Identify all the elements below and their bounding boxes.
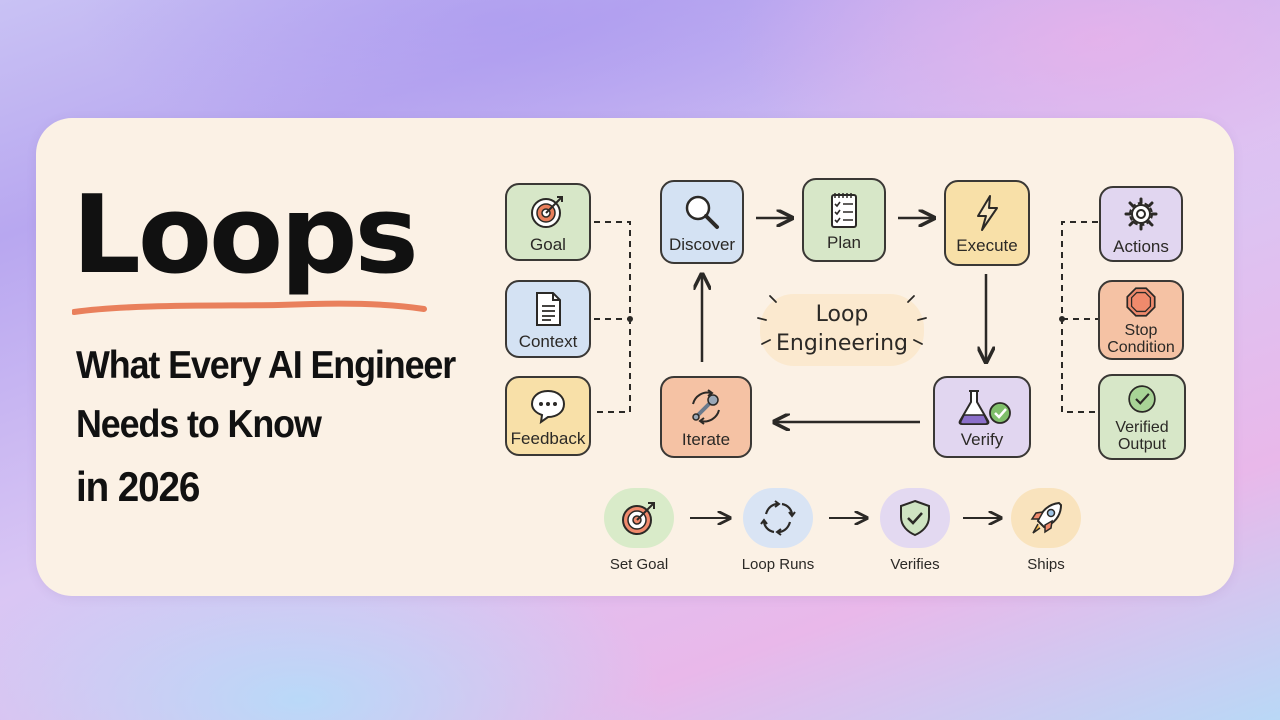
loop-arrows: [702, 218, 986, 422]
input-node-context: Context: [505, 280, 591, 358]
target-icon: [622, 502, 655, 535]
loop-node-discover: Discover: [660, 180, 744, 264]
step-blob: [743, 488, 813, 548]
step-label: Verifies: [890, 556, 940, 573]
step-verifies: Verifies: [865, 488, 965, 573]
output-label: Stop Condition: [1107, 321, 1175, 356]
output-label: Actions: [1113, 236, 1169, 256]
bubble-sparkle-rays: [757, 295, 927, 345]
subtitle-line-3: in 2026: [76, 463, 200, 510]
refresh-arrows-icon: [760, 500, 796, 536]
loop-label: Iterate: [681, 429, 731, 449]
input-node-goal: Goal: [505, 183, 591, 261]
step-blob: [1011, 488, 1081, 548]
output-node-verified-output: Verified Output: [1098, 374, 1186, 460]
speech-bubble-icon: [530, 389, 566, 424]
loop-label: Discover: [668, 234, 736, 254]
step-set-goal: Set Goal: [589, 488, 689, 573]
output-bracket: [1061, 221, 1098, 413]
loop-label: Execute: [956, 235, 1018, 255]
center-label-bubble: Loop Engineering: [760, 294, 924, 366]
target-icon: [531, 195, 563, 228]
output-label: Verified Output: [1115, 418, 1169, 453]
gear-icon: [1124, 197, 1158, 231]
magnifier-icon: [685, 195, 719, 229]
loop-node-execute: Execute: [944, 180, 1030, 266]
wrench-cycle-icon: [692, 388, 720, 425]
step-ships: Ships: [996, 488, 1096, 573]
step-label: Set Goal: [609, 556, 669, 573]
output-node-actions: Actions: [1099, 186, 1183, 262]
shield-check-icon: [900, 499, 930, 537]
loop-node-iterate: Iterate: [660, 376, 752, 458]
title-underline: [72, 300, 427, 315]
step-blob: [880, 488, 950, 548]
center-label-line-1: Loop: [815, 302, 869, 328]
flask-check-icon: [958, 389, 1011, 425]
center-label-line-2: Engineering: [776, 331, 908, 356]
stop-sign-icon: [1126, 287, 1156, 317]
subtitle-line-1: What Every AI Engineer: [76, 344, 456, 387]
step-loop-runs: Loop Runs: [728, 488, 828, 573]
step-label: Ships: [1027, 556, 1065, 573]
check-circle-icon: [1128, 384, 1156, 413]
page-title: Loops: [72, 173, 419, 298]
input-bracket: [594, 221, 631, 413]
flow-connectors: [594, 118, 1098, 596]
input-label: Goal: [530, 234, 566, 254]
loop-label: Plan: [826, 232, 862, 252]
loop-node-verify: Verify: [933, 376, 1031, 458]
rocket-icon: [1030, 501, 1063, 534]
document-icon: [536, 291, 561, 326]
loop-node-plan: Plan: [802, 178, 886, 262]
input-label: Context: [518, 331, 578, 351]
subtitle-line-2: Needs to Know: [76, 403, 322, 446]
loop-label: Verify: [960, 429, 1004, 449]
checklist-icon: [831, 192, 857, 228]
infographic-card: Loops What Every AI Engineer Needs to Kn…: [36, 118, 1234, 596]
lightning-icon: [977, 194, 998, 231]
input-label: Feedback: [510, 428, 586, 448]
input-node-feedback: Feedback: [505, 376, 591, 456]
step-blob: [604, 488, 674, 548]
step-label: Loop Runs: [741, 556, 815, 573]
output-node-stop-condition: Stop Condition: [1098, 280, 1184, 360]
